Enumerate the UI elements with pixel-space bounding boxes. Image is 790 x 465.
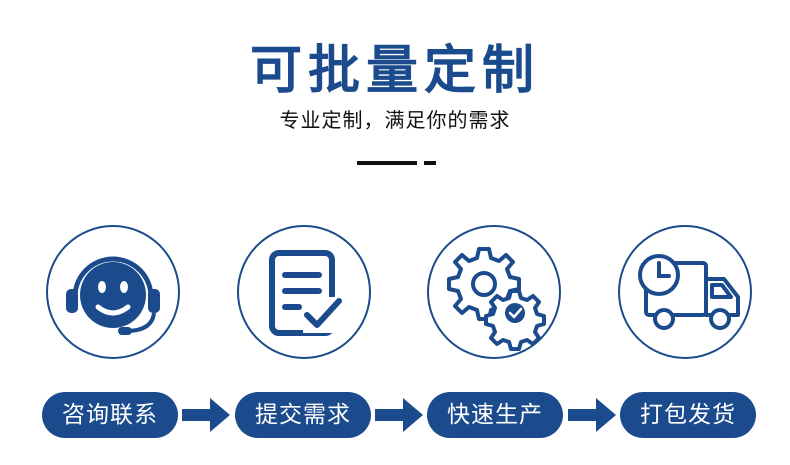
divider-line-long xyxy=(357,161,417,165)
divider-line-short xyxy=(424,161,436,165)
step-3-label: 快速生产 xyxy=(427,392,563,438)
arrow-right-icon xyxy=(568,398,616,432)
page-title: 可批量定制 xyxy=(249,41,540,101)
step-2-icon-circle xyxy=(237,225,371,359)
arrow-right-icon xyxy=(375,398,423,432)
step-4-label: 打包发货 xyxy=(620,392,756,438)
step-1-icon-circle xyxy=(46,225,180,359)
delivery-truck-clock-icon xyxy=(638,254,740,330)
step-1-label: 咨询联系 xyxy=(42,392,178,438)
gears-production-icon xyxy=(447,247,546,351)
page-subtitle: 专业定制，满足你的需求 xyxy=(279,108,511,132)
checklist-document-icon xyxy=(269,250,342,336)
step-4-icon-circle xyxy=(618,225,752,359)
step-2-label: 提交需求 xyxy=(235,392,371,438)
step-3-icon-circle xyxy=(427,225,561,359)
arrow-right-icon xyxy=(182,398,230,432)
customer-service-headset-icon xyxy=(66,256,160,335)
